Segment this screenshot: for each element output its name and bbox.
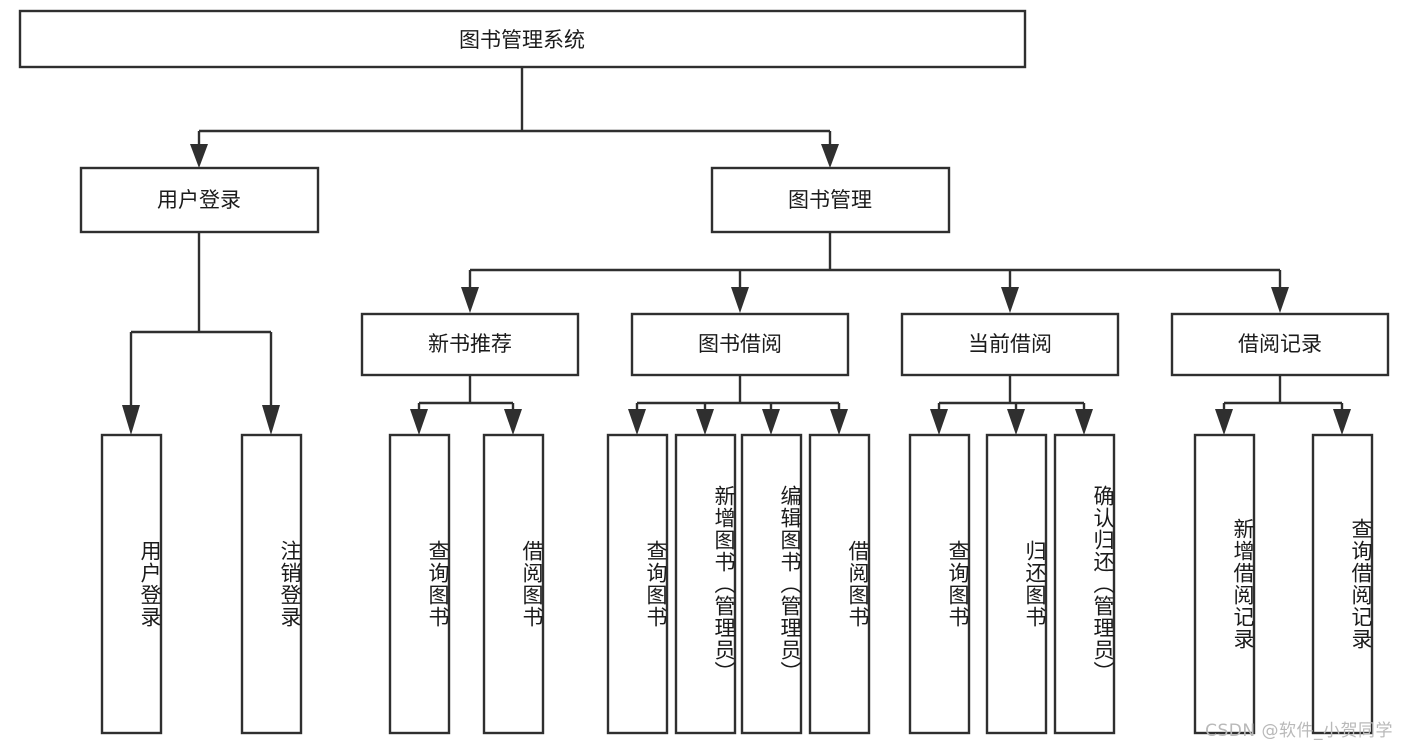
node-book-manage-box[interactable]: [710, 166, 951, 234]
arrow-leaf-borrow-book-2: [830, 409, 848, 435]
arrow-leaf-query-book-2: [628, 409, 646, 435]
node-leaf-borrow-book-2-box[interactable]: [808, 433, 871, 735]
node-leaf-edit-book-box[interactable]: [740, 433, 803, 735]
node-user-login-label: 用户登录: [157, 188, 241, 212]
node-current-borrow-label: 当前借阅: [968, 332, 1052, 356]
arrow-leaf-logout: [262, 405, 280, 435]
node-leaf-query-record-box[interactable]: [1311, 433, 1374, 735]
node-book-manage-label: 图书管理: [788, 188, 872, 212]
node-leaf-query-book-2-box[interactable]: [606, 433, 669, 735]
arrow-leaf-add-book: [696, 409, 714, 435]
node-new-book-rec[interactable]: 新书推荐: [360, 312, 580, 377]
leaf-box-layer: [100, 433, 1374, 735]
node-leaf-add-record-box[interactable]: [1193, 433, 1256, 735]
arrow-borrow-record: [1271, 287, 1289, 313]
node-leaf-query-book-3-box[interactable]: [908, 433, 971, 735]
arrow-new-book-rec: [461, 287, 479, 313]
arrow-leaf-user-login: [122, 405, 140, 435]
arrow-leaf-borrow-book-1: [504, 409, 522, 435]
node-book-manage[interactable]: 图书管理: [710, 166, 951, 234]
connector-layer: [122, 67, 1351, 435]
arrow-leaf-add-record: [1215, 409, 1233, 435]
node-user-login-box[interactable]: [79, 166, 320, 234]
node-new-book-rec-label: 新书推荐: [428, 332, 512, 356]
node-leaf-query-book-1-box[interactable]: [388, 433, 451, 735]
arrow-leaf-confirm-return: [1075, 409, 1093, 435]
arrow-leaf-query-record: [1333, 409, 1351, 435]
arrow-user-login: [190, 144, 208, 168]
watermark-text: CSDN @软件_小贺同学: [1205, 721, 1393, 741]
node-leaf-return-book-box[interactable]: [985, 433, 1048, 735]
arrow-book-borrow: [731, 287, 749, 313]
node-user-login[interactable]: 用户登录: [79, 166, 320, 234]
node-leaf-logout-box[interactable]: [240, 433, 303, 735]
node-root-box[interactable]: [18, 9, 1027, 69]
node-book-borrow-label: 图书借阅: [698, 332, 782, 356]
node-book-borrow[interactable]: 图书借阅: [630, 312, 850, 377]
arrow-leaf-edit-book: [762, 409, 780, 435]
node-book-borrow-box[interactable]: [630, 312, 850, 377]
node-borrow-record-box[interactable]: [1170, 312, 1390, 377]
arrow-leaf-query-book-3: [930, 409, 948, 435]
node-current-borrow-box[interactable]: [900, 312, 1120, 377]
node-root-label: 图书管理系统: [459, 28, 585, 52]
node-leaf-add-book-box[interactable]: [674, 433, 737, 735]
arrow-leaf-return-book: [1007, 409, 1025, 435]
node-root[interactable]: 图书管理系统: [18, 9, 1027, 69]
node-leaf-confirm-return-box[interactable]: [1053, 433, 1116, 735]
node-leaf-borrow-book-1-box[interactable]: [482, 433, 545, 735]
arrow-book-manage: [821, 144, 839, 168]
arrow-leaf-query-book-1: [410, 409, 428, 435]
node-current-borrow[interactable]: 当前借阅: [900, 312, 1120, 377]
node-new-book-rec-box[interactable]: [360, 312, 580, 377]
node-leaf-user-login-box[interactable]: [100, 433, 163, 735]
node-borrow-record[interactable]: 借阅记录: [1170, 312, 1390, 377]
node-borrow-record-label: 借阅记录: [1238, 332, 1322, 356]
arrow-current-borrow: [1001, 287, 1019, 313]
